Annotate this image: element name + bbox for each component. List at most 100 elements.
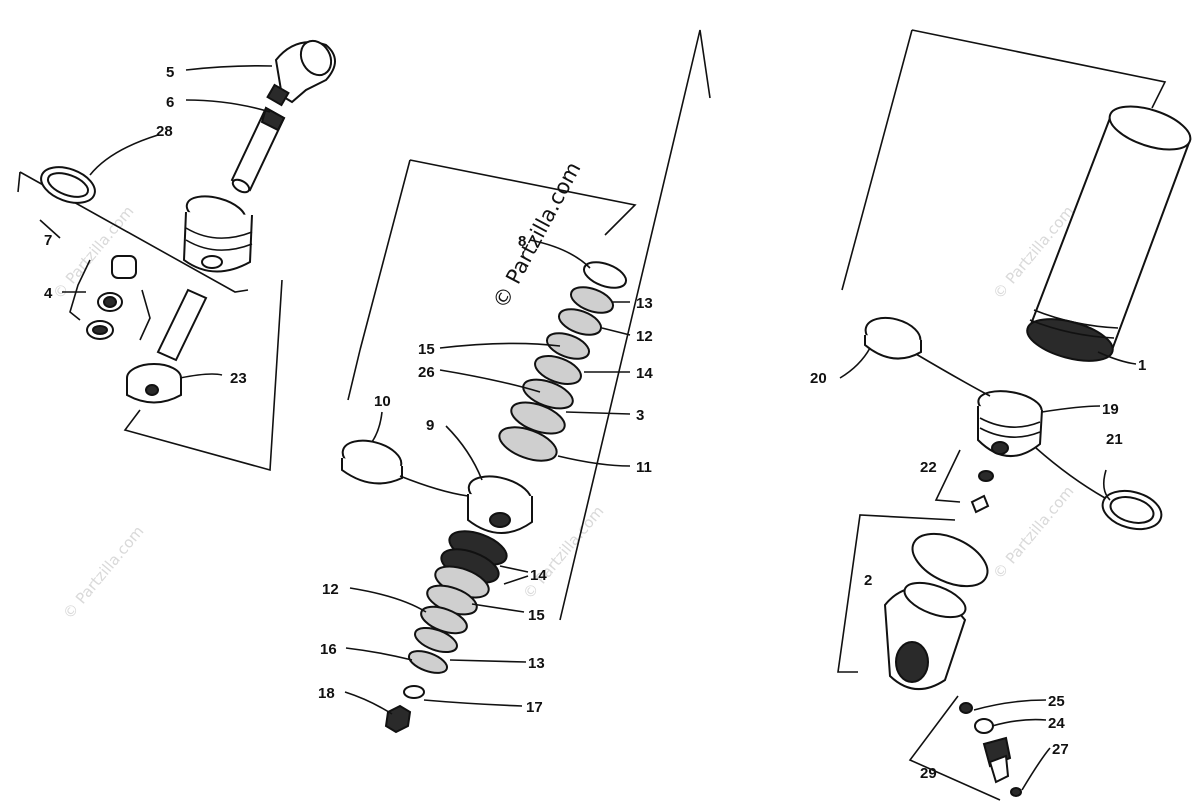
part-label-9: 9 (426, 417, 434, 434)
part-labels: 5 6 28 7 4 23 8 13 12 15 14 26 10 3 9 11… (44, 64, 1146, 782)
center-assembly (341, 29, 711, 734)
leader-line (471, 603, 525, 613)
washer-stack-upper (498, 261, 628, 462)
part-label-15: 15 (418, 341, 435, 358)
bracket-line (409, 159, 637, 236)
leader-line (839, 347, 871, 379)
ring-part-10 (341, 439, 403, 485)
bracket-line (19, 171, 249, 293)
cap-part-27 (1010, 787, 1022, 797)
leader-line (185, 99, 271, 113)
part-label-26: 26 (418, 364, 435, 381)
shaft-part (156, 288, 208, 362)
leader-line (423, 699, 523, 707)
part-label-18: 18 (318, 685, 335, 702)
leader-line (179, 373, 223, 379)
ring-inner (46, 172, 90, 198)
watermark-main: © Partzilla.com (488, 158, 585, 312)
part-label-14: 14 (636, 365, 653, 382)
bracket-line (841, 29, 913, 291)
leader-line (529, 239, 591, 269)
cylinder-part (1026, 105, 1192, 362)
part-label-13: 13 (636, 295, 653, 312)
part-label-27: 27 (1052, 741, 1069, 758)
bracket-line (359, 159, 411, 351)
leader-line (991, 718, 1047, 727)
leader-line (565, 411, 631, 415)
leader-line (1041, 405, 1101, 413)
washer-stack-lower (384, 530, 508, 734)
ball-part-25 (959, 702, 973, 714)
leader-line (1035, 447, 1106, 499)
piston-part (467, 475, 533, 534)
leader-line (439, 342, 561, 349)
left-assembly (17, 39, 336, 472)
part-label-25: 25 (1048, 693, 1065, 710)
ring-part-20 (864, 316, 922, 360)
o-ring-part (911, 532, 989, 588)
bracket-line (911, 29, 1167, 109)
part-label-3: 3 (636, 407, 644, 424)
part-label-8: 8 (518, 233, 526, 250)
part-label-2: 2 (864, 572, 872, 589)
cap-part (126, 363, 182, 404)
leader-line (344, 691, 393, 715)
part-label-29: 29 (920, 765, 937, 782)
part-label-4: 4 (44, 285, 53, 302)
part-label-12: 12 (636, 328, 653, 345)
bracket-line (17, 171, 21, 193)
washer-part-24 (974, 718, 994, 734)
bracket-line (347, 349, 361, 401)
part-label-17: 17 (526, 699, 543, 716)
bracket-line (559, 29, 711, 621)
part-label-24: 24 (1048, 715, 1065, 732)
fitting-part (982, 736, 1012, 784)
part-label-5: 5 (166, 64, 174, 81)
eye-end-part (266, 39, 336, 107)
leader-line (349, 587, 427, 613)
part-label-19: 19 (1102, 401, 1119, 418)
leader-line (39, 219, 61, 239)
ring-part-21 (1101, 489, 1163, 531)
piston-head-part (182, 195, 253, 273)
leader-line (439, 369, 541, 393)
leader-line (89, 134, 159, 176)
bracket-line (123, 279, 283, 472)
bracket-line (837, 514, 956, 673)
rod-part (230, 106, 286, 194)
part-label-16: 16 (320, 641, 337, 658)
leader-line (399, 475, 469, 497)
part-label-12b: 12 (322, 581, 339, 598)
bracket-line (908, 695, 1001, 801)
part-label-28: 28 (156, 123, 173, 140)
bushings-part (69, 255, 151, 341)
leader-line (445, 425, 483, 481)
leader-line (185, 65, 273, 71)
leader-line (371, 411, 383, 443)
part-label-21: 21 (1106, 431, 1123, 448)
leader-line (449, 659, 527, 663)
part-label-7: 7 (44, 232, 52, 249)
part-label-20: 20 (810, 370, 827, 387)
leader-line (973, 699, 1047, 711)
part-label-22: 22 (920, 459, 937, 476)
piston-head-part-19 (977, 390, 1043, 458)
washer-part-22 (978, 470, 994, 482)
right-assembly (837, 29, 1192, 801)
part-label-14b: 14 (530, 567, 547, 584)
leader-line (345, 647, 413, 661)
part-label-15b: 15 (528, 607, 545, 624)
screw-part-22 (970, 494, 990, 514)
part-label-10: 10 (374, 393, 391, 410)
leader-line (601, 327, 631, 336)
leader-line (557, 455, 631, 467)
part-label-13b: 13 (528, 655, 545, 672)
part-label-23: 23 (230, 370, 247, 387)
leader-line (1021, 747, 1051, 791)
leader-line (1097, 351, 1137, 365)
clevis-part (883, 581, 967, 691)
part-label-6: 6 (166, 94, 174, 111)
leader-line (1102, 469, 1111, 501)
